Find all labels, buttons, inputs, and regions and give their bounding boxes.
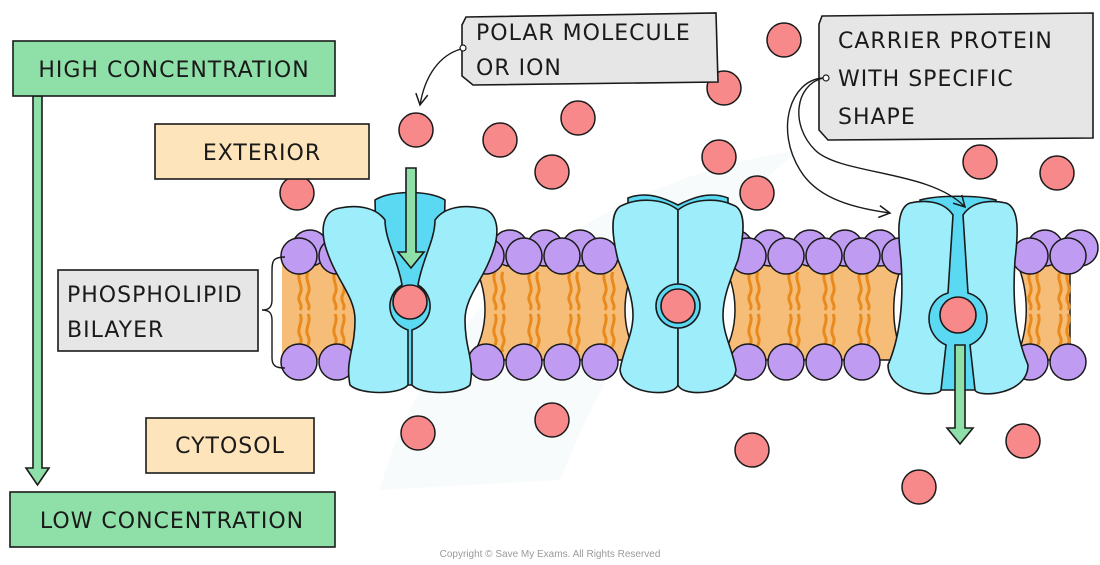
low-concentration-label: LOW CONCENTRATION — [40, 509, 304, 534]
polar-molecule — [1039, 155, 1075, 191]
phosphate-head-top — [581, 237, 619, 275]
protein-half-left — [887, 200, 954, 395]
lipid-tail-upper — [305, 271, 311, 311]
carrier-protein-callout: CARRIER PROTEIN WITH SPECIFIC SHAPE — [786, 12, 1094, 219]
phosphate-head-bottom — [1049, 343, 1087, 381]
low-concentration-box: LOW CONCENTRATION — [9, 491, 336, 548]
lipid-tail-upper — [830, 271, 836, 311]
phosphate-head-top — [280, 237, 318, 275]
high-concentration-label: HIGH CONCENTRATION — [38, 58, 309, 83]
lipid-tail-upper — [1027, 271, 1033, 311]
polar-molecule — [398, 112, 434, 148]
phosphate-head-top — [505, 237, 543, 275]
high-concentration-box: HIGH CONCENTRATION — [12, 40, 336, 97]
copyright-text: Copyright © Save My Exams. All Rights Re… — [440, 549, 661, 560]
phosphate-head-top — [843, 237, 881, 275]
carrier-pointer-arrow-2 — [798, 77, 967, 209]
polar-molecule — [701, 139, 737, 175]
protein-half-left — [322, 205, 409, 394]
protein-half-right — [962, 200, 1029, 395]
lipid-tail-upper — [1057, 271, 1063, 311]
lipid-tail-upper — [527, 271, 533, 311]
phosphate-head-bottom — [280, 343, 318, 381]
carrier-label-line2: WITH SPECIFIC — [838, 67, 1014, 92]
binding-site-molecule — [939, 296, 977, 334]
polar-molecule — [482, 122, 518, 158]
lipid-tail-lower — [535, 313, 541, 353]
binding-site-molecule — [392, 284, 428, 320]
phosphate-head-top — [767, 237, 805, 275]
polar-molecule — [734, 432, 770, 468]
phosphate-head-bottom — [467, 343, 505, 381]
carrier-protein-middle — [612, 194, 744, 394]
polar-label-line1: POLAR MOLECULE — [476, 21, 691, 46]
polar-molecule — [400, 415, 436, 451]
carrier-pointer-arrow-1 — [786, 77, 892, 219]
lipid-tail-upper — [857, 271, 863, 311]
polar-molecule-callout: POLAR MOLECULE OR ION — [415, 12, 719, 107]
polar-molecule — [962, 144, 998, 180]
polar-molecule — [534, 154, 570, 190]
exterior-box: EXTERIOR — [154, 123, 370, 180]
polar-label-line2: OR ION — [476, 56, 562, 81]
phosphate-head-bottom — [767, 343, 805, 381]
phosphate-heads — [280, 229, 1099, 381]
lipid-tail-upper — [1065, 271, 1071, 311]
phosphate-head-bottom — [805, 343, 843, 381]
carrier-label-line3: SHAPE — [838, 105, 916, 130]
lipid-tail-upper — [1035, 271, 1041, 311]
lipid-tail-upper — [332, 271, 338, 311]
lipid-tail-upper — [795, 271, 801, 311]
carrier-label-line1: CARRIER PROTEIN — [838, 29, 1053, 54]
phospholipid-bilayer-box: PHOSPHOLIPID BILAYER — [57, 269, 259, 352]
lipid-tail-upper — [755, 271, 761, 311]
polar-molecule — [1005, 423, 1041, 459]
lipid-tail-upper — [610, 271, 616, 311]
polar-molecule — [279, 175, 315, 211]
polar-molecules — [279, 22, 1075, 505]
phosphate-head-top — [543, 237, 581, 275]
carrier-protein-left — [322, 191, 498, 394]
lipid-tail-upper — [535, 271, 541, 311]
polar-pointer-arrow — [415, 48, 462, 107]
lipid-tail-upper — [822, 271, 828, 311]
polar-molecule — [560, 100, 596, 136]
lipid-tail-upper — [500, 271, 506, 311]
phosphate-head-bottom — [843, 343, 881, 381]
binding-site-molecule — [660, 288, 696, 324]
lipid-tail-upper — [575, 271, 581, 311]
cytosol-box: CYTOSOL — [145, 417, 315, 474]
cytosol-label: CYTOSOL — [175, 434, 285, 459]
lipid-tail-upper — [567, 271, 573, 311]
phospholipid-label-line2: BILAYER — [67, 318, 164, 343]
phosphate-head-top — [1049, 237, 1087, 275]
phospholipid-bilayer — [280, 229, 1099, 381]
protein-half-right — [411, 205, 498, 394]
lipid-tail-upper — [602, 271, 608, 311]
movement-arrow-in — [396, 167, 426, 270]
exterior-label: EXTERIOR — [203, 141, 321, 166]
bilayer-brace — [261, 256, 286, 369]
lipid-tail-upper — [747, 271, 753, 311]
polar-molecule — [901, 469, 937, 505]
carrier-protein-right — [887, 195, 1029, 395]
lipid-tail-upper — [297, 271, 303, 311]
lipid-tail-upper — [787, 271, 793, 311]
phosphate-head-bottom — [581, 343, 619, 381]
phosphate-head-top — [805, 237, 843, 275]
phosphate-head-bottom — [543, 343, 581, 381]
polar-molecule — [534, 402, 570, 438]
polar-molecule — [739, 175, 775, 211]
lipid-tail-upper — [865, 271, 871, 311]
concentration-gradient-arrow — [24, 95, 51, 487]
lipid-tail-upper — [492, 271, 498, 311]
phosphate-head-bottom — [505, 343, 543, 381]
polar-molecule — [766, 22, 802, 58]
lipid-tail-lower — [575, 313, 581, 353]
protein-half-right — [677, 199, 744, 394]
phospholipid-label-line1: PHOSPHOLIPID — [67, 283, 243, 308]
movement-arrow-out — [945, 344, 975, 446]
lipid-tail-lower — [610, 313, 616, 353]
lipid-tail-lower — [500, 313, 506, 353]
